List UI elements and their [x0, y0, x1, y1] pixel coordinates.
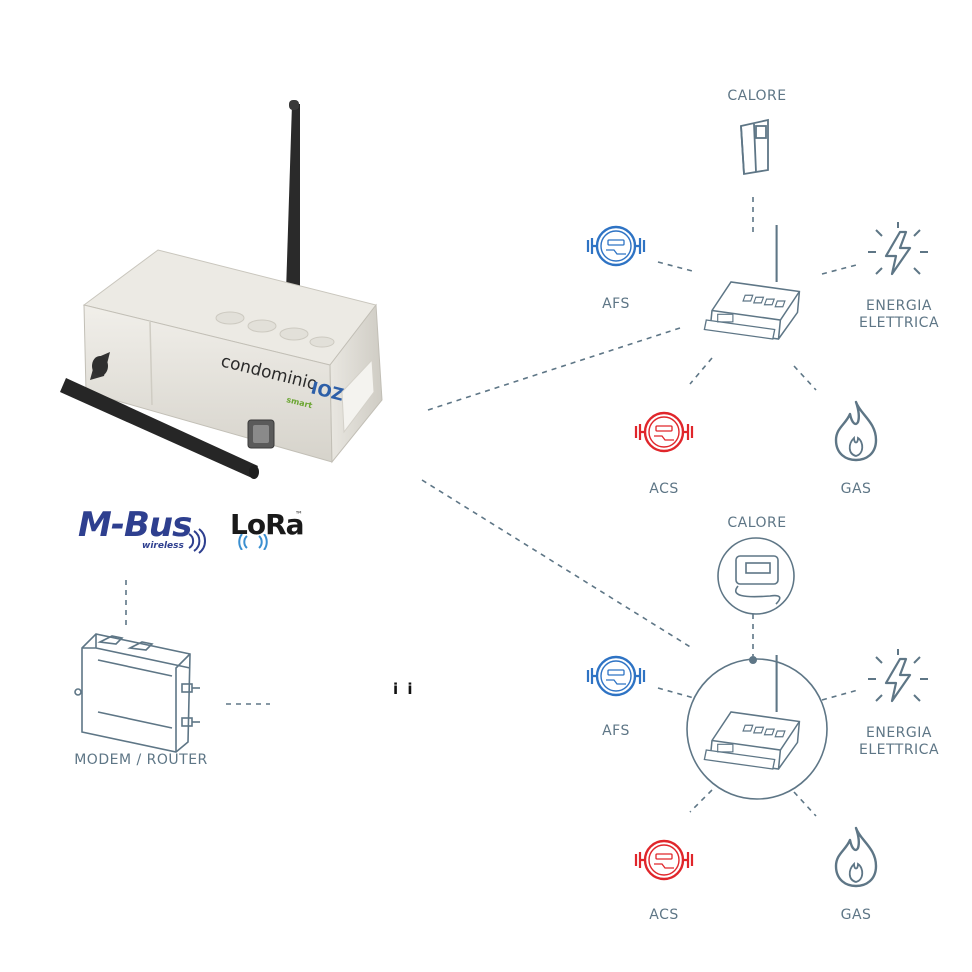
- water-meter-icon: [634, 839, 694, 881]
- top-acs-label: ACS: [649, 481, 679, 497]
- mbus-wireless-waves-icon: [188, 528, 206, 554]
- bottom-calore-label: CALORE: [727, 515, 787, 531]
- gateway-device-icon: condominio IOZ smart: [60, 100, 383, 479]
- top-afs-label: AFS: [602, 296, 630, 312]
- repeater-device-icon: [703, 653, 801, 771]
- heat-meter-icon: [717, 537, 795, 615]
- lora-waves-icon: [238, 534, 268, 550]
- stray-text: i i: [393, 680, 415, 698]
- water-meter-icon: [586, 225, 646, 267]
- cluster-bottom: [586, 537, 930, 888]
- bottom-acs-label: ACS: [649, 907, 679, 923]
- top-calore-label: CALORE: [727, 88, 787, 104]
- mbus-logo: M-Bus: [78, 505, 192, 545]
- lightning-icon: [866, 647, 930, 703]
- water-meter-icon: [634, 411, 694, 453]
- lora-logo: LoRa: [230, 508, 305, 541]
- flame-icon: [834, 400, 878, 462]
- cluster-top: [586, 118, 930, 462]
- bottom-energia-label: ENERGIA ELETTRICA: [858, 725, 940, 758]
- flame-icon: [834, 826, 878, 888]
- top-energia-label: ENERGIA ELETTRICA: [858, 298, 940, 331]
- heat-cost-allocator-icon: [740, 118, 769, 176]
- modem-label: MODEM / ROUTER: [74, 752, 208, 768]
- water-meter-icon: [586, 655, 646, 697]
- bottom-gas-label: GAS: [840, 907, 872, 923]
- modem-router-icon: [74, 633, 200, 753]
- bottom-afs-label: AFS: [602, 723, 630, 739]
- connection-lines: [125, 197, 861, 817]
- lightning-icon: [866, 220, 930, 276]
- mbus-logo-sub: wireless: [142, 541, 184, 551]
- top-gas-label: GAS: [840, 481, 872, 497]
- lora-trademark: ™: [295, 510, 303, 519]
- repeater-device-icon: [703, 223, 801, 341]
